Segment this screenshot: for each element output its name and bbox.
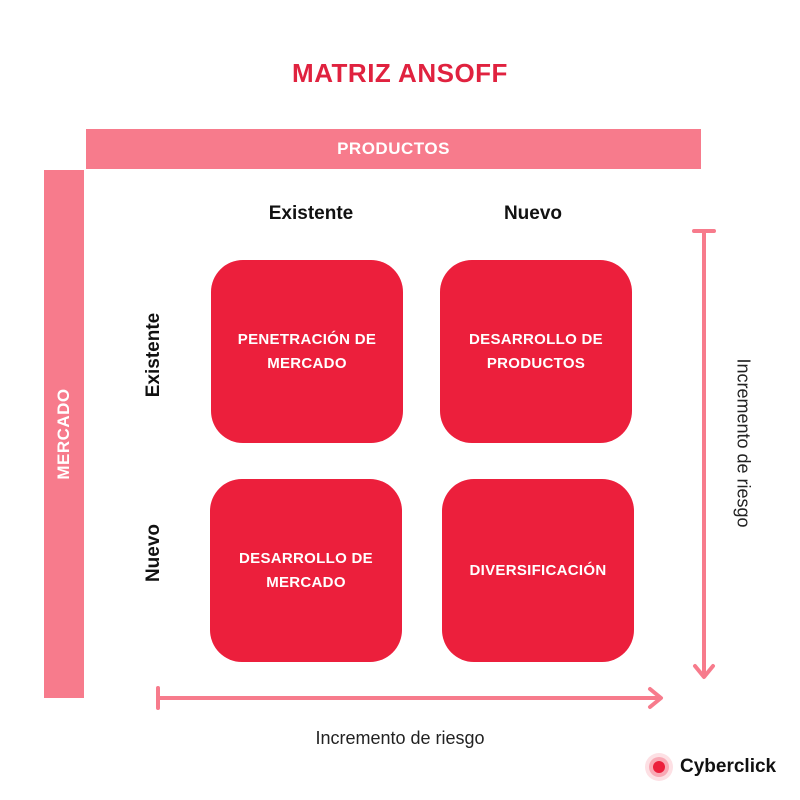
- cell-text-line2: MERCADO: [266, 573, 346, 591]
- cyberclick-logo-text: Cyberclick: [680, 756, 777, 777]
- page-title: MATRIZ ANSOFF: [292, 58, 508, 88]
- cell-text-line1: DESARROLLO DE: [469, 330, 603, 348]
- cell-diversificacion: DIVERSIFICACIÓN: [442, 479, 634, 662]
- horizontal-risk-label: Incremento de riesgo: [315, 728, 485, 748]
- cell-penetracion-de-mercado: PENETRACIÓN DE MERCADO: [211, 260, 403, 443]
- cell-text-line2: PRODUCTOS: [486, 354, 586, 372]
- products-axis-bar: PRODUCTOS: [86, 129, 701, 169]
- column-header-nuevo: Nuevo: [503, 203, 563, 224]
- products-axis-label: PRODUCTOS: [337, 139, 450, 158]
- cell-text-line1: DESARROLLO DE: [239, 549, 373, 567]
- vertical-risk-label: Incremento de riesgo: [733, 358, 754, 528]
- cyberclick-logo-icon: [645, 753, 673, 781]
- cell-desarrollo-de-productos: DESARROLLO DE PRODUCTOS: [440, 260, 632, 443]
- cell-text-line2: MERCADO: [267, 354, 347, 372]
- cell-desarrollo-de-mercado: DESARROLLO DE MERCADO: [210, 479, 402, 662]
- column-header-existente: Existente: [268, 203, 354, 224]
- vertical-arrow-head: [693, 664, 715, 679]
- market-axis-bar: [44, 170, 84, 698]
- cyberclick-logo: Cyberclick: [644, 752, 776, 782]
- cell-text-line1: DIVERSIFICACIÓN: [469, 561, 607, 579]
- cell-text-line1: PENETRACIÓN DE: [237, 330, 377, 348]
- horizontal-arrow-head: [648, 687, 663, 709]
